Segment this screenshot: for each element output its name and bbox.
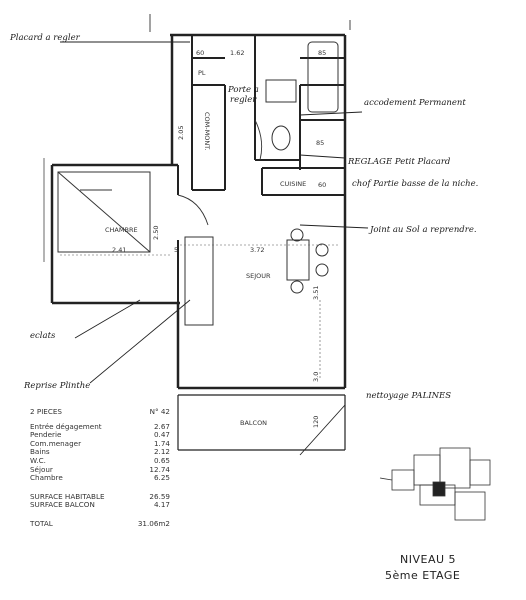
balcony — [177, 394, 346, 451]
room-chambre: CHAMBRE — [105, 226, 138, 234]
dim-9: 3.72 — [250, 246, 264, 254]
floor-label: 5ème ETAGE — [385, 569, 461, 582]
walls — [50, 33, 347, 390]
dim-3: 85 — [318, 49, 326, 57]
pieces-label: 2 PIECES — [30, 407, 62, 416]
dim-10: 120 — [312, 416, 320, 428]
door-arcs — [177, 119, 263, 226]
dim-13: 3.0 — [312, 372, 320, 382]
sideboard — [184, 236, 214, 326]
dimension-lines — [60, 244, 340, 380]
dim-2: 1.62 — [230, 49, 244, 57]
leader-eclats — [74, 299, 141, 339]
leader-reprise — [89, 299, 191, 384]
room-balcon: BALCON — [240, 419, 267, 427]
dim-1: 60 — [196, 49, 204, 57]
dim-4: 2.05 — [177, 126, 185, 140]
key-plan — [379, 447, 491, 521]
note-eclats: eclats — [30, 331, 56, 341]
level-label: NIVEAU 5 — [400, 553, 457, 566]
dim-12: 3.51 — [312, 286, 320, 300]
dim-5: 85 — [316, 139, 324, 147]
leader-reglage — [299, 154, 346, 159]
interior-walls — [177, 35, 345, 303]
dining-table — [286, 228, 329, 294]
note-porte-2: regler — [230, 95, 257, 105]
dim-6: 60 — [318, 181, 326, 189]
room-com-mont: COM-MONT. — [203, 112, 211, 150]
bed — [57, 171, 151, 253]
dim-11: 5 — [174, 246, 178, 254]
table-row: W.C.0.65 — [30, 455, 170, 465]
note-placard: Placard a regler — [9, 33, 81, 43]
apartment-number: N° 42 — [149, 407, 170, 416]
leader-joint — [299, 224, 369, 229]
leader-nettoyage — [299, 404, 346, 456]
leader-accodement — [299, 111, 363, 116]
room-cuisine: CUISINE — [280, 180, 306, 188]
note-accodement: accodement Permanent — [364, 98, 466, 108]
note-reglage-1: REGLAGE Petit Placard — [347, 157, 451, 167]
sanitary — [265, 79, 297, 151]
dim-7: 2.41 — [112, 246, 126, 254]
note-reprise: Reprise Plinthe — [23, 381, 90, 391]
note-reglage-2: chof Partie basse de la niche. — [352, 179, 478, 189]
dim-8: 2.50 — [152, 226, 160, 240]
note-porte-1: Porte a — [227, 85, 259, 95]
note-joint: Joint au Sol a reprendre. — [368, 225, 477, 235]
dim-14: PL — [198, 69, 206, 77]
bathtub — [307, 41, 339, 113]
note-nettoyage: nettoyage PALINES — [366, 391, 451, 401]
room-sejour: SEJOUR — [246, 272, 271, 280]
